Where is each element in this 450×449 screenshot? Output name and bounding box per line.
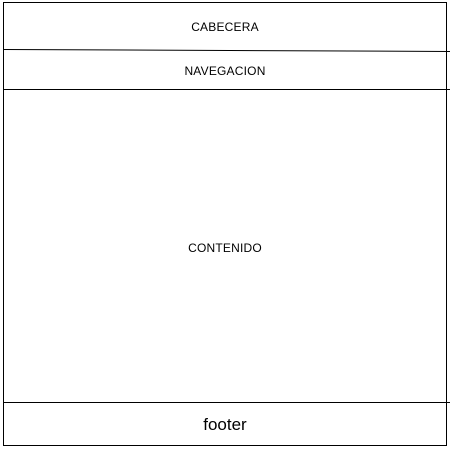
content-label: CONTENIDO — [188, 240, 262, 255]
footer-label: footer — [203, 415, 247, 434]
content-divider — [3, 402, 450, 403]
nav-divider — [3, 89, 450, 90]
footer-block: footer — [4, 404, 446, 446]
navigation-label: NAVEGACION — [184, 64, 266, 78]
navigation-block: NAVEGACION — [4, 51, 446, 91]
content-block: CONTENIDO — [4, 91, 446, 404]
header-block: CABECERA — [4, 3, 446, 51]
header-label: CABECERA — [191, 20, 259, 34]
page-wireframe: CABECERA NAVEGACION CONTENIDO footer — [3, 2, 447, 446]
